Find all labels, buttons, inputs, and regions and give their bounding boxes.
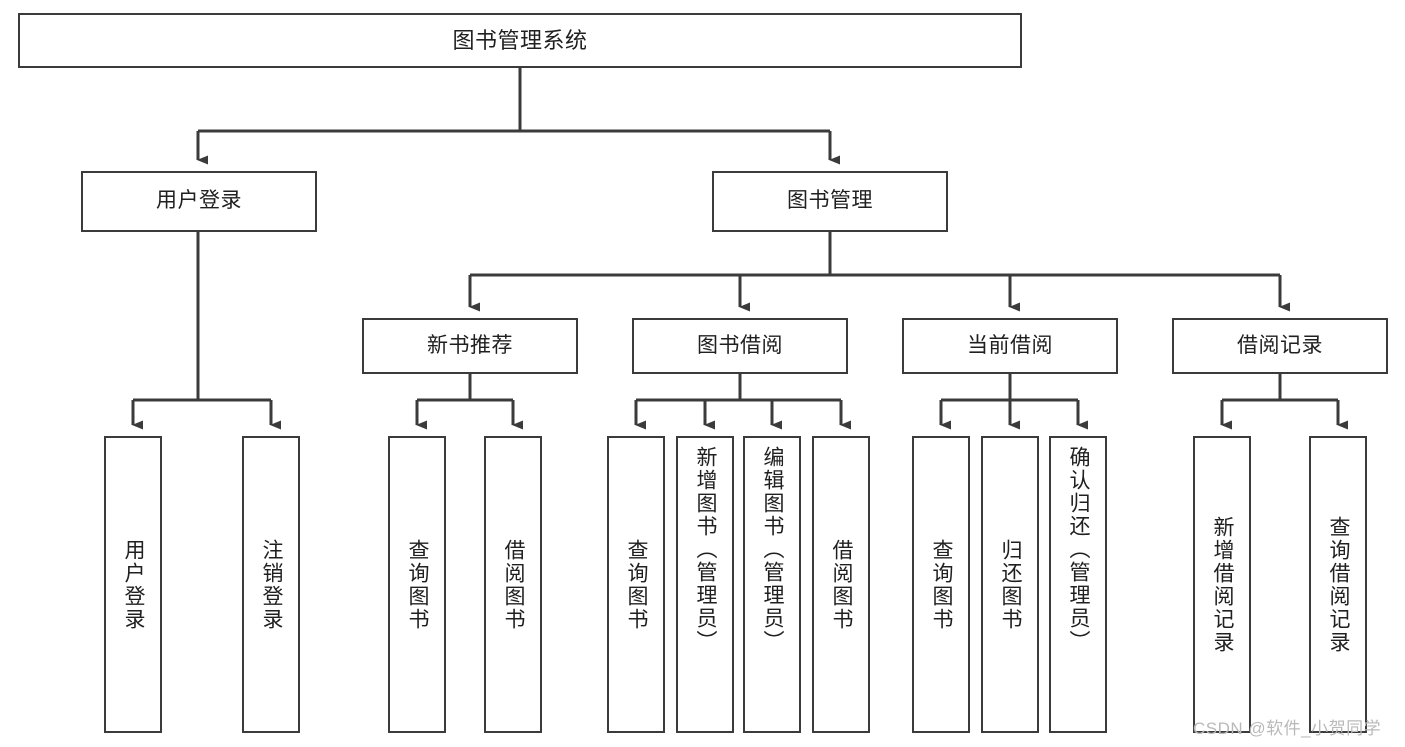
book-management-to-level3-connectors [468, 232, 1290, 312]
node-label: 查询图书 [406, 538, 430, 631]
node-label: 新增图书（管理员） [694, 446, 718, 653]
root-to-level2-connectors [196, 68, 840, 165]
node-label: 借阅图书 [830, 538, 854, 631]
node-borrow-record[interactable]: 借阅记录 [1172, 318, 1388, 374]
node-new-book-recommend[interactable]: 新书推荐 [362, 318, 578, 374]
node-label: 图书管理系统 [452, 27, 588, 53]
user-login-to-leaves-connectors [131, 232, 281, 430]
node-label: 查询借阅记录 [1327, 515, 1351, 654]
new-book-recommend-to-leaves-connectors [415, 374, 523, 430]
node-leaf-borrow-book[interactable]: 借阅图书 [812, 436, 870, 733]
csdn-watermark: CSDN @软件_小贺同学 [1193, 719, 1382, 738]
node-leaf-confirm-return[interactable]: 确认归还（管理员） [1049, 436, 1107, 733]
node-label: 归还图书 [999, 538, 1023, 631]
node-leaf-query-book-borrow[interactable]: 查询图书 [607, 436, 665, 733]
node-leaf-query-book-current[interactable]: 查询图书 [912, 436, 970, 733]
node-leaf-return-book[interactable]: 归还图书 [981, 436, 1039, 733]
node-label: 编辑图书（管理员） [761, 446, 785, 653]
node-label: 当前借阅 [967, 333, 1053, 357]
node-leaf-edit-book[interactable]: 编辑图书（管理员） [743, 436, 801, 733]
node-label: 查询图书 [625, 538, 649, 631]
node-label: 用户登录 [122, 538, 146, 631]
node-label: 确认归还（管理员） [1067, 446, 1091, 653]
node-leaf-user-login[interactable]: 用户登录 [104, 436, 162, 733]
node-leaf-query-book-recommend[interactable]: 查询图书 [388, 436, 446, 733]
node-label: 图书管理 [787, 189, 873, 213]
node-label: 借阅记录 [1237, 333, 1323, 357]
node-user-login[interactable]: 用户登录 [81, 171, 317, 232]
node-label: 图书借阅 [697, 333, 783, 357]
node-book-borrow[interactable]: 图书借阅 [632, 318, 848, 374]
node-leaf-add-borrow-record[interactable]: 新增借阅记录 [1193, 436, 1251, 733]
book-borrow-to-leaves-connectors [634, 374, 851, 430]
node-label: 注销登录 [260, 538, 284, 631]
node-label: 用户登录 [156, 189, 242, 213]
borrow-record-to-leaves-connectors [1220, 374, 1348, 430]
node-label: 查询图书 [930, 538, 954, 631]
node-current-borrow[interactable]: 当前借阅 [902, 318, 1118, 374]
node-label: 借阅图书 [502, 538, 526, 631]
node-leaf-add-book[interactable]: 新增图书（管理员） [676, 436, 734, 733]
node-label: 新书推荐 [427, 333, 513, 357]
node-leaf-borrow-book-recommend[interactable]: 借阅图书 [484, 436, 542, 733]
node-label: 新增借阅记录 [1211, 515, 1235, 654]
node-book-management[interactable]: 图书管理 [712, 171, 948, 232]
node-leaf-logout-login[interactable]: 注销登录 [242, 436, 300, 733]
node-leaf-query-borrow-record[interactable]: 查询借阅记录 [1309, 436, 1367, 733]
current-borrow-to-leaves-connectors [939, 374, 1088, 430]
node-root-book-management-system[interactable]: 图书管理系统 [18, 13, 1022, 68]
